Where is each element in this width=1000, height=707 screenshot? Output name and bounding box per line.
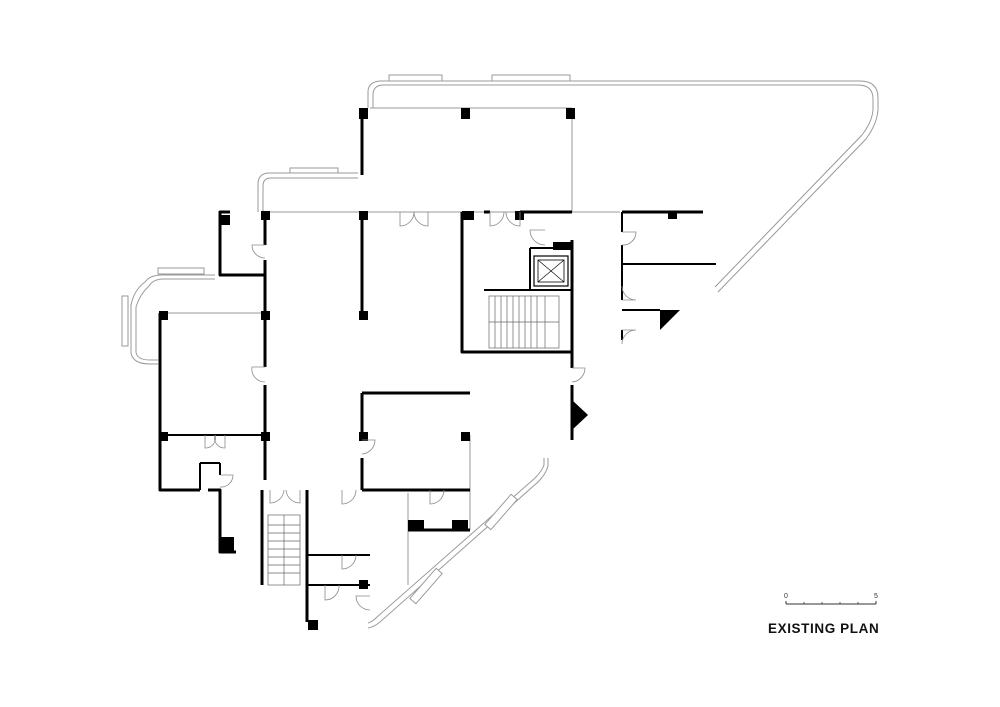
doors	[204, 211, 637, 611]
lift-shaft	[533, 255, 569, 287]
scale-bar: 0 5	[784, 593, 878, 605]
scale-bar-start-label: 0	[784, 593, 788, 600]
main-stair	[488, 295, 560, 349]
window-panels	[121, 74, 571, 605]
structural-walls	[158, 108, 703, 622]
plan-title: EXISTING PLAN	[768, 621, 880, 636]
side-stair	[267, 514, 301, 586]
scale-bar-end-label: 5	[874, 593, 878, 600]
balcony-outlines	[130, 80, 879, 629]
thin-partitions	[160, 107, 620, 585]
columns	[159, 108, 680, 630]
interior-walls	[160, 212, 716, 586]
